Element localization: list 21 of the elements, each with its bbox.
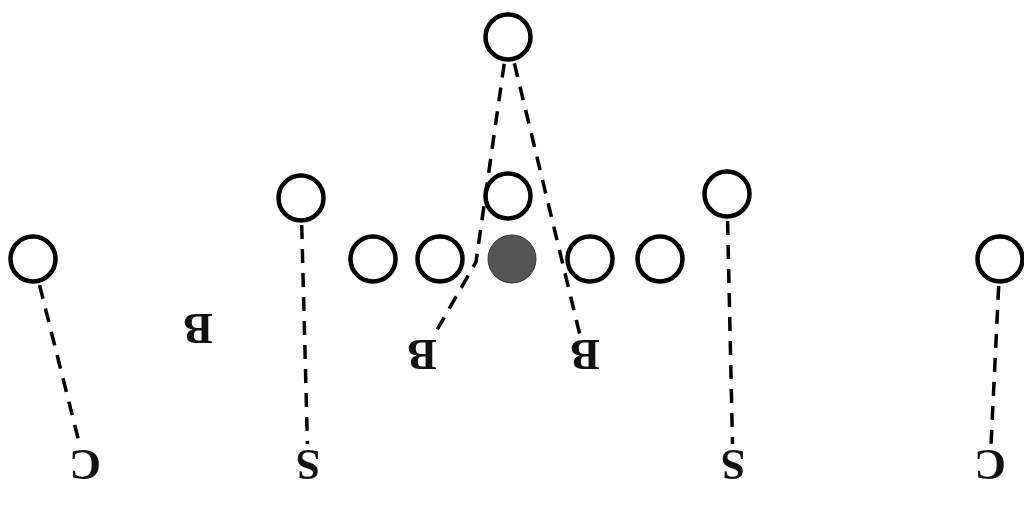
dashed-route-line bbox=[725, 220, 735, 445]
player-circle bbox=[635, 234, 685, 284]
dashed-route-line bbox=[299, 224, 310, 445]
dashed-route-line bbox=[512, 62, 582, 335]
player-circle bbox=[348, 234, 398, 284]
position-letter: S bbox=[291, 446, 325, 486]
player-circle bbox=[8, 234, 58, 284]
position-letter: B bbox=[181, 310, 215, 350]
position-letter: C bbox=[973, 446, 1007, 486]
player-circle bbox=[565, 234, 615, 284]
player-circle bbox=[483, 12, 533, 62]
player-circle bbox=[415, 234, 465, 284]
player-circle bbox=[702, 169, 752, 219]
ball-dot bbox=[487, 234, 537, 284]
player-circle bbox=[276, 173, 326, 223]
position-letter: S bbox=[716, 446, 750, 486]
position-letter: C bbox=[68, 446, 102, 486]
player-circle bbox=[483, 171, 533, 221]
position-letter: B bbox=[405, 336, 439, 376]
dashed-route-line bbox=[989, 285, 1001, 445]
position-letter: B bbox=[568, 336, 602, 376]
